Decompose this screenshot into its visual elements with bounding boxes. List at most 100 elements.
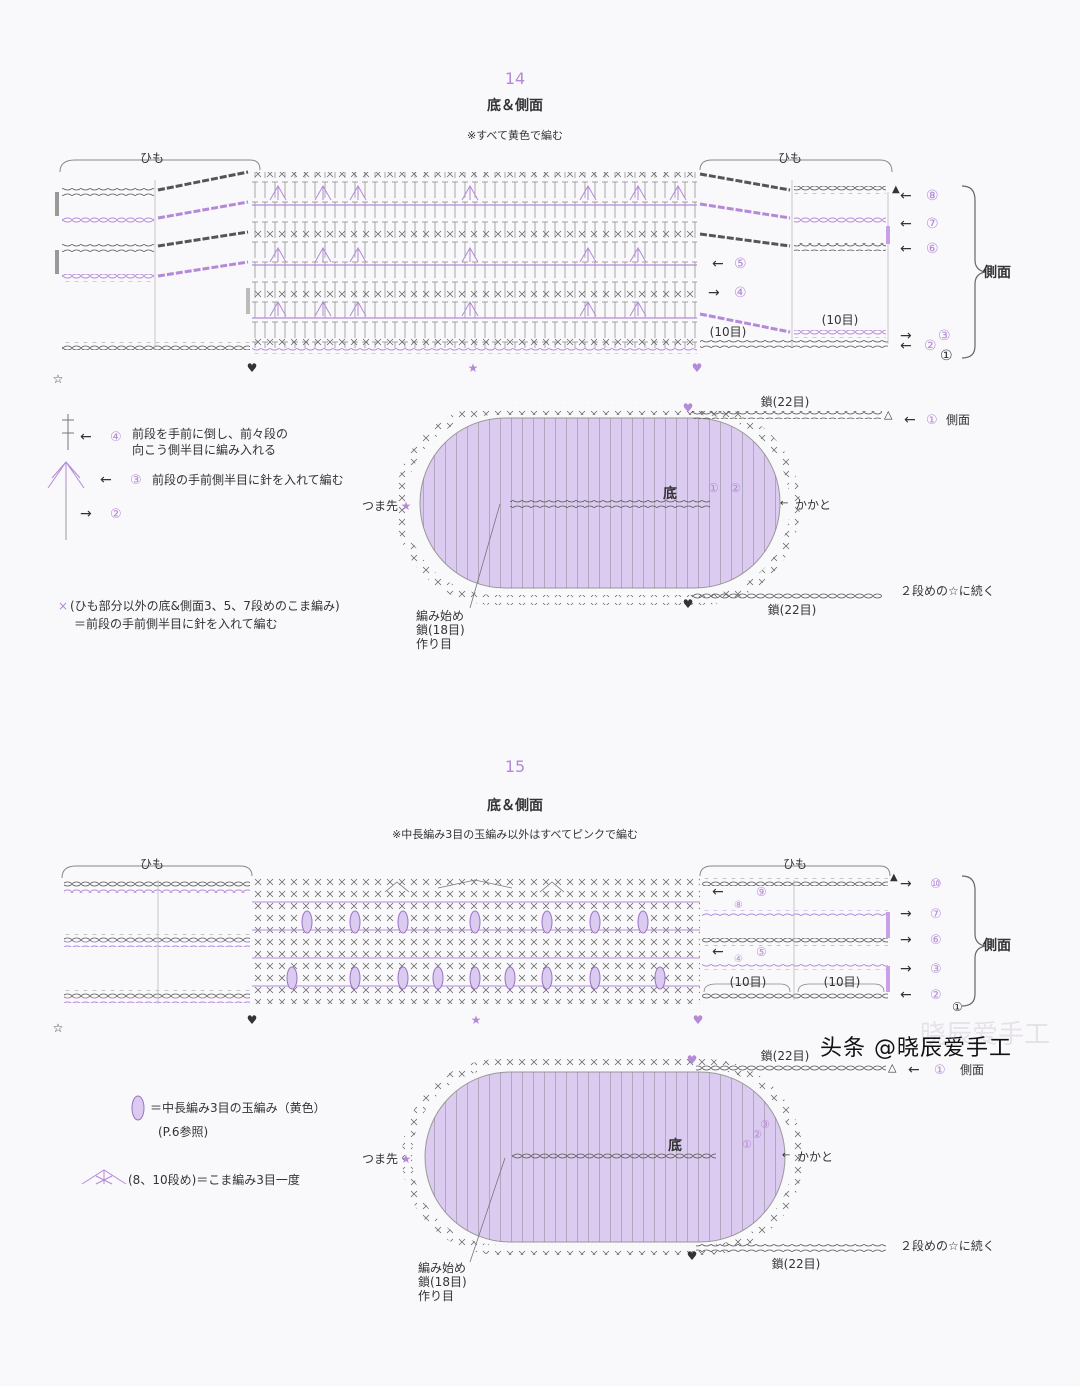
svg-text:★: ★ (401, 1152, 412, 1166)
svg-text:←: ← (908, 1062, 920, 1078)
svg-text:♥: ♥ (687, 1249, 698, 1263)
svg-text:⑥: ⑥ (926, 241, 939, 257)
svg-text:鎖(22目): 鎖(22目) (768, 602, 817, 617)
svg-text:←: ← (782, 1150, 790, 1161)
svg-text:←: ← (712, 256, 724, 272)
svg-text:→: → (900, 932, 912, 948)
svg-text:つま先: つま先 (362, 1152, 398, 1166)
svg-text:♥: ♥ (687, 1053, 698, 1067)
svg-text:⑩: ⑩ (930, 877, 942, 892)
pattern14-header: 14 底＆側面 ※すべて黄色で編む (467, 69, 563, 142)
svg-text:作り目: 作り目 (418, 1289, 454, 1303)
svg-text:←: ← (900, 338, 912, 354)
svg-text:→: → (900, 906, 912, 922)
pattern14-side-label: 側面 (982, 264, 1011, 281)
svg-text:②: ② (930, 988, 942, 1003)
svg-text:★: ★ (401, 499, 412, 513)
watermark-ghost: 晓辰爱手工 (920, 1020, 1051, 1050)
heart-marker: ♥ (247, 361, 258, 375)
pattern15-himo-right: ひも (699, 857, 891, 877)
svg-text:＝中長編み3目の玉編み（黄色）: ＝中長編み3目の玉編み（黄色） (150, 1100, 326, 1115)
svg-text:→: → (900, 876, 912, 892)
svg-text:鎖(18目): 鎖(18目) (416, 622, 465, 637)
pattern14-himo-right: ひも (699, 151, 893, 173)
svg-text:♥: ♥ (247, 1013, 258, 1027)
svg-text:２段めの☆に続く: ２段めの☆に続く (900, 583, 995, 598)
svg-text:←: ← (712, 884, 724, 900)
svg-text:つま先: つま先 (362, 499, 398, 513)
svg-text:鎖(22目): 鎖(22目) (761, 1048, 810, 1063)
svg-text:→: → (900, 961, 912, 977)
svg-text:←: ← (100, 472, 112, 488)
svg-text:♥: ♥ (683, 597, 694, 611)
svg-text:←: ← (780, 498, 788, 509)
pattern15-header: 15 底＆側面 ※中長編み3目の玉編み以外はすべてピンクで編む (392, 757, 638, 841)
star-marker-center: ★ (468, 361, 479, 375)
svg-text:⑧: ⑧ (926, 188, 939, 204)
heart-marker-right: ♥ (692, 361, 703, 375)
svg-text:＝前段の手前側半目に針を入れて編む: ＝前段の手前側半目に針を入れて編む (74, 616, 278, 631)
pattern15-body-stitches (252, 878, 700, 1004)
svg-text:鎖(22目): 鎖(22目) (761, 394, 810, 409)
svg-text:♥: ♥ (693, 1013, 704, 1027)
svg-text:②: ② (924, 338, 937, 354)
svg-text:側面: 側面 (946, 413, 970, 427)
svg-text:←: ← (712, 944, 724, 960)
svg-text:(P.6参照): (P.6参照) (158, 1124, 208, 1139)
svg-text:①: ① (940, 348, 953, 364)
svg-text:⑦: ⑦ (930, 907, 942, 922)
pattern15-side-brace (961, 875, 986, 1007)
svg-text:△: △ (884, 408, 893, 421)
svg-text:前段の手前側半目に針を入れて編む: 前段の手前側半目に針を入れて編む (152, 472, 344, 487)
svg-text:→: → (900, 328, 912, 344)
svg-text:③: ③ (938, 328, 951, 344)
svg-text:①: ① (952, 1000, 963, 1014)
svg-text:(10目): (10目) (710, 325, 747, 339)
pattern15-title: 底＆側面 (487, 797, 543, 814)
pattern14-title: 底＆側面 (487, 97, 543, 114)
svg-text:①: ① (926, 413, 938, 428)
pattern14-side-brace (961, 185, 986, 359)
svg-text:ひも: ひも (783, 857, 807, 871)
svg-text:２段めの☆に続く: ２段めの☆に続く (900, 1238, 995, 1253)
pattern15-legend: ＝中長編み3目の玉編み（黄色） (P.6参照) (8、10段め)＝こま編み3目一… (81, 1095, 326, 1187)
pattern15-left-straps (64, 880, 250, 1004)
svg-text:ひも: ひも (140, 857, 164, 871)
decrease-stitch-icon (81, 1169, 127, 1185)
svg-text:×: × (58, 599, 68, 613)
svg-text:②: ② (730, 481, 741, 495)
svg-text:③: ③ (930, 962, 942, 977)
pattern15-round-labels: → ⑩ → ⑦ → ⑥ → ③ ← ② ① ← ⑨ ⑧ ← ⑤ ④ (712, 876, 963, 1014)
svg-text:⑨: ⑨ (756, 885, 767, 899)
svg-text:♥: ♥ (683, 401, 694, 415)
pattern14-body-stitches (246, 172, 697, 354)
svg-text:②: ② (752, 1128, 762, 1141)
svg-text:←: ← (900, 987, 912, 1003)
svg-text:⑤: ⑤ (756, 945, 767, 959)
svg-text:かかと: かかと (795, 498, 831, 512)
svg-text:→: → (708, 285, 720, 301)
svg-text:⑤: ⑤ (734, 256, 747, 272)
svg-text:②: ② (110, 507, 122, 522)
pattern15-side-label: 側面 (982, 937, 1011, 954)
svg-text:編み始め: 編み始め (416, 608, 464, 623)
svg-text:ひも: ひも (778, 151, 802, 165)
end-arrow-icon: ▲ (892, 184, 900, 195)
bobble-stitch-icon (131, 1095, 145, 1121)
pattern14-note: ※すべて黄色で編む (467, 128, 563, 142)
svg-text:③: ③ (130, 473, 142, 488)
pattern14-left-straps (55, 170, 250, 350)
svg-text:(10目): (10目) (824, 975, 861, 989)
svg-text:(10目): (10目) (730, 975, 767, 989)
svg-text:①: ① (934, 1063, 946, 1078)
pattern15-himo-left: ひも (61, 857, 253, 879)
svg-text:編み始め: 編み始め (418, 1260, 466, 1275)
svg-text:←: ← (900, 216, 912, 232)
svg-text:底: 底 (668, 1137, 682, 1154)
svg-text:④: ④ (110, 430, 122, 445)
svg-text:底: 底 (663, 485, 677, 502)
pattern14-right-straps: ▲ (10目) (10目) (699, 172, 900, 348)
svg-text:★: ★ (471, 1013, 482, 1027)
star-marker-left-15: ☆ (53, 1021, 64, 1035)
